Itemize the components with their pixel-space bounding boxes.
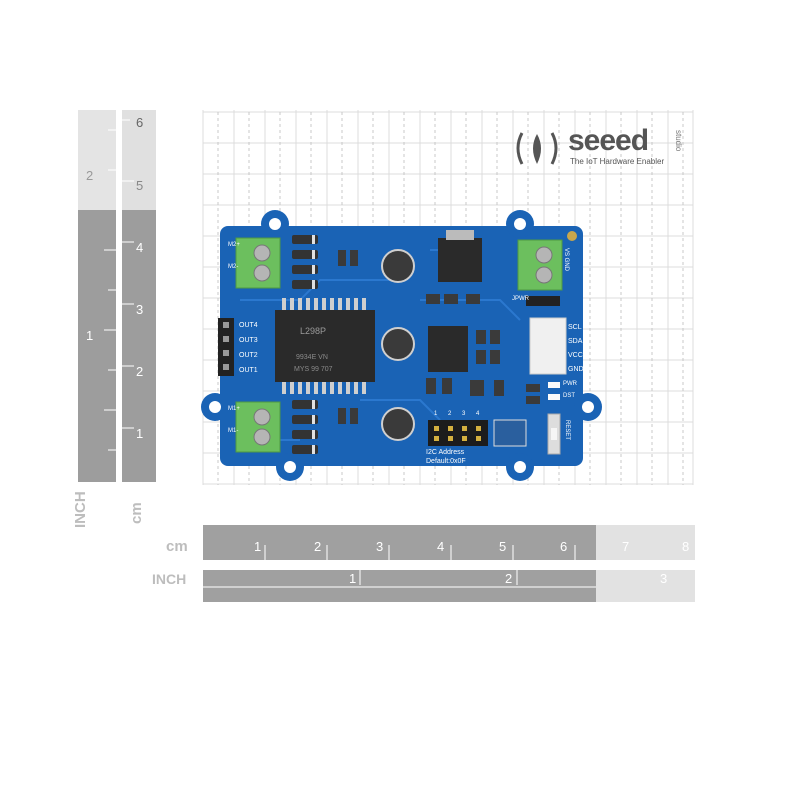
logo-brand: seeed — [568, 124, 649, 157]
vertical-rulers — [78, 110, 156, 482]
vertical-cm-tick-3: 3 — [136, 302, 144, 317]
led-dst-label: DST — [563, 393, 575, 399]
vertical-cm-tick-1: 1 — [136, 426, 144, 441]
logo-tagline: The IoT Hardware Enabler — [570, 157, 665, 166]
out1-label: OUT1 — [239, 367, 258, 374]
vertical-cm-tick-6: 6 — [136, 115, 144, 130]
address-bit-3: 3 — [462, 411, 466, 417]
vertical-inch-tick-2: 2 — [86, 168, 94, 183]
horizontal-rulers — [203, 525, 695, 602]
inch-tick-1: 1 — [349, 571, 357, 586]
chip-lot-code: 9934E VN — [296, 354, 328, 361]
chip-part-number: L298P — [300, 326, 327, 336]
pin-scl-label: SCL — [568, 324, 582, 331]
m1-minus-label: M1- — [228, 428, 239, 434]
cm-tick-8: 8 — [682, 539, 690, 554]
cm-tick-2: 2 — [314, 539, 322, 554]
inch-tick-2: 2 — [505, 571, 513, 586]
cm-tick-5: 5 — [499, 539, 507, 554]
m2-minus-label: M2- — [228, 264, 239, 270]
address-bit-4: 4 — [476, 411, 480, 417]
horizontal-inch-label: INCH — [152, 571, 187, 587]
reset-label: RESET — [564, 420, 570, 441]
address-bit-2: 2 — [448, 411, 452, 417]
vertical-inch-tick-1: 1 — [86, 328, 94, 343]
vertical-cm-tick-5: 5 — [136, 178, 144, 193]
jumper-label: JPWR — [512, 296, 529, 302]
address-default: Default:0x0F — [426, 458, 466, 465]
led-pwr-label: PWR — [563, 381, 577, 387]
cm-tick-7: 7 — [622, 539, 630, 554]
chip-date-code: MYS 99 707 — [294, 366, 333, 373]
inch-tick-3: 3 — [660, 571, 668, 586]
m2-plus-label: M2+ — [228, 242, 240, 248]
horizontal-cm-label: cm — [166, 538, 188, 555]
power-label: VS GND — [563, 248, 569, 272]
cm-tick-6: 6 — [560, 539, 568, 554]
cm-tick-4: 4 — [437, 539, 445, 554]
pin-vcc-label: VCC — [568, 352, 583, 359]
address-bit-1: 1 — [434, 411, 438, 417]
cm-tick-3: 3 — [376, 539, 384, 554]
vertical-cm-tick-2: 2 — [136, 364, 144, 379]
cm-tick-1: 1 — [254, 539, 262, 554]
vertical-cm-tick-4: 4 — [136, 240, 144, 255]
seeed-logo-icon — [516, 132, 558, 165]
logo-suffix: studio — [674, 130, 683, 152]
out3-label: OUT3 — [239, 337, 258, 344]
pin-sda-label: SDA — [568, 338, 583, 345]
out4-label: OUT4 — [239, 322, 258, 329]
out2-label: OUT2 — [239, 352, 258, 359]
address-title: I2C Address — [426, 449, 465, 456]
pin-gnd-label: GND — [568, 366, 584, 373]
m1-plus-label: M1+ — [228, 406, 240, 412]
